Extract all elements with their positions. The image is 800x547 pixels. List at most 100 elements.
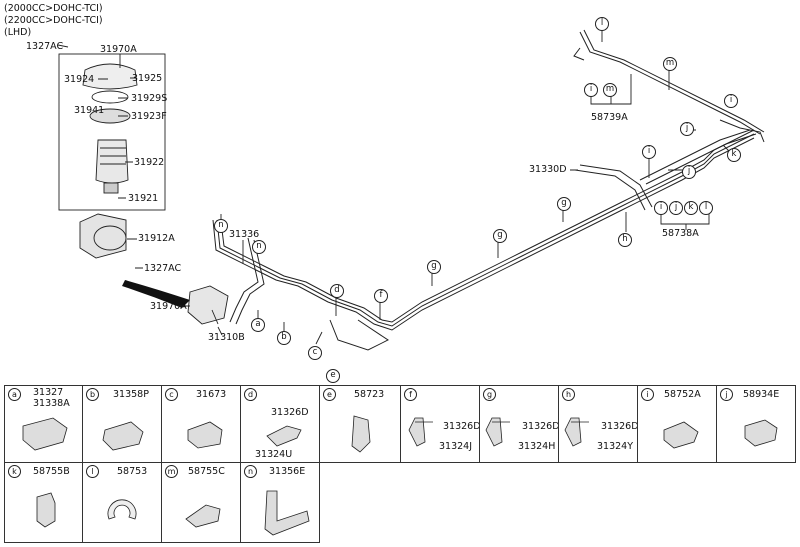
legend-part: 31326D (271, 407, 309, 418)
clip-c-icon (187, 421, 223, 449)
clip-f-icon (408, 417, 433, 447)
clip-l-icon (107, 499, 137, 520)
legend-tag: n (244, 465, 257, 478)
callout-m-top: m (663, 57, 677, 71)
legend-tag: j (720, 388, 733, 401)
callout-l-top: l (595, 17, 609, 31)
legend-part: 31673 (196, 389, 227, 400)
part-31970a-mid: 31970A (150, 301, 187, 312)
callout-j-1: j (680, 122, 694, 136)
legend-part: 58755B (33, 466, 70, 477)
legend-cell-l: l 58753 (82, 462, 162, 543)
legend-cell-f: f 31326D 31324J (400, 385, 481, 463)
part-58739a: 58739A (591, 112, 628, 123)
legend-tag: e (323, 388, 336, 401)
clip-k-icon (36, 492, 56, 528)
legend-cell-j: j 58934E (716, 385, 796, 463)
legend-cell-b: b 31358P (82, 385, 162, 463)
part-31922: 31922 (134, 157, 165, 168)
callout-g-2: g (493, 229, 507, 243)
part-31929s: 31929S (131, 93, 168, 104)
part-31310b: 31310B (208, 332, 245, 343)
legend-part: 58752A (664, 389, 701, 400)
legend-tag: d (244, 388, 257, 401)
legend-cell-i: i 58752A (637, 385, 717, 463)
callout-n-1: n (214, 219, 228, 233)
legend-part: 31324H (518, 441, 556, 452)
legend-tag: c (165, 388, 178, 401)
part-31336: 31336 (229, 229, 260, 240)
part-31330d: 31330D (529, 164, 567, 175)
legend-part: 31356E (269, 466, 306, 477)
legend-tag: b (86, 388, 99, 401)
spec-line-2: (2200CC>DOHC-TCI) (4, 15, 103, 26)
clip-h-icon (564, 417, 589, 447)
legend-tag: f (404, 388, 417, 401)
callout-i-2: i (642, 145, 656, 159)
legend-cell-h: h 31326D 31324Y (558, 385, 639, 463)
clip-d-icon (266, 425, 302, 447)
legend-cell-g: g 31326D 31324H (479, 385, 560, 463)
callout-e: e (326, 369, 340, 383)
callout-g-1: g (427, 260, 441, 274)
part-31941: 31941 (74, 105, 105, 116)
part-31924: 31924 (64, 74, 95, 85)
callout-l-group: i (584, 83, 598, 97)
legend-part: 58755C (188, 466, 225, 477)
filter-assembly-box (58, 53, 166, 211)
callout-n-2: n (252, 240, 266, 254)
callout-h: h (618, 233, 632, 247)
clip-i-icon (663, 421, 699, 449)
legend-part: 31338A (33, 398, 70, 409)
legend-cell-c: c 31673 (161, 385, 241, 463)
clip-g-icon (485, 417, 510, 447)
legend-tag: h (562, 388, 575, 401)
callout-group-l: l (699, 201, 713, 215)
callout-group-k: k (684, 201, 698, 215)
callout-g-3: g (557, 197, 571, 211)
legend-cell-m: m 58755C (161, 462, 241, 543)
callout-group-i: i (654, 201, 668, 215)
part-31921: 31921 (128, 193, 159, 204)
spec-line-3: (LHD) (4, 27, 32, 38)
clip-b-icon (102, 421, 144, 451)
clip-m-icon (185, 504, 221, 528)
part-31925: 31925 (132, 73, 163, 84)
legend-tag: a (8, 388, 21, 401)
callout-b: b (277, 331, 291, 345)
part-1327ac-top: 1327AC (26, 41, 64, 52)
clip-n-icon (264, 490, 310, 536)
legend-tag: k (8, 465, 21, 478)
legend-tag: i (641, 388, 654, 401)
legend-tag: m (165, 465, 178, 478)
callout-j-2: j (682, 165, 696, 179)
callout-f: f (374, 289, 388, 303)
legend-cell-k: k 58755B (4, 462, 83, 543)
legend-part: 58753 (117, 466, 148, 477)
legend-part: 31326D (443, 421, 481, 432)
legend-part: 31324U (255, 449, 293, 460)
legend-part: 31326D (601, 421, 639, 432)
callout-c: c (308, 346, 322, 360)
legend-cell-n: n 31356E (240, 462, 320, 543)
legend-cell-a: a 31327 31338A (4, 385, 83, 463)
spec-line-1: (2000CC>DOHC-TCI) (4, 3, 103, 14)
part-1327ac-mid: 1327AC (144, 263, 182, 274)
legend-tag: g (483, 388, 496, 401)
callout-l-right: i (724, 94, 738, 108)
clip-j-icon (744, 419, 778, 447)
legend-part: 31327 (33, 387, 64, 398)
legend-part: 31358P (113, 389, 149, 400)
legend-cell-d: d 31326D 31324U (240, 385, 320, 463)
legend-part: 31326D (522, 421, 560, 432)
legend-cell-e: e 58723 (319, 385, 401, 463)
part-31923f: 31923F (131, 111, 167, 122)
callout-d: d (330, 284, 344, 298)
legend-tag: l (86, 465, 99, 478)
part-31912a: 31912A (138, 233, 175, 244)
legend-part: 58723 (354, 389, 385, 400)
callout-a: a (251, 318, 265, 332)
legend-part: 31324J (439, 441, 473, 452)
callout-k-1: k (727, 148, 741, 162)
clip-a-icon (22, 417, 68, 451)
